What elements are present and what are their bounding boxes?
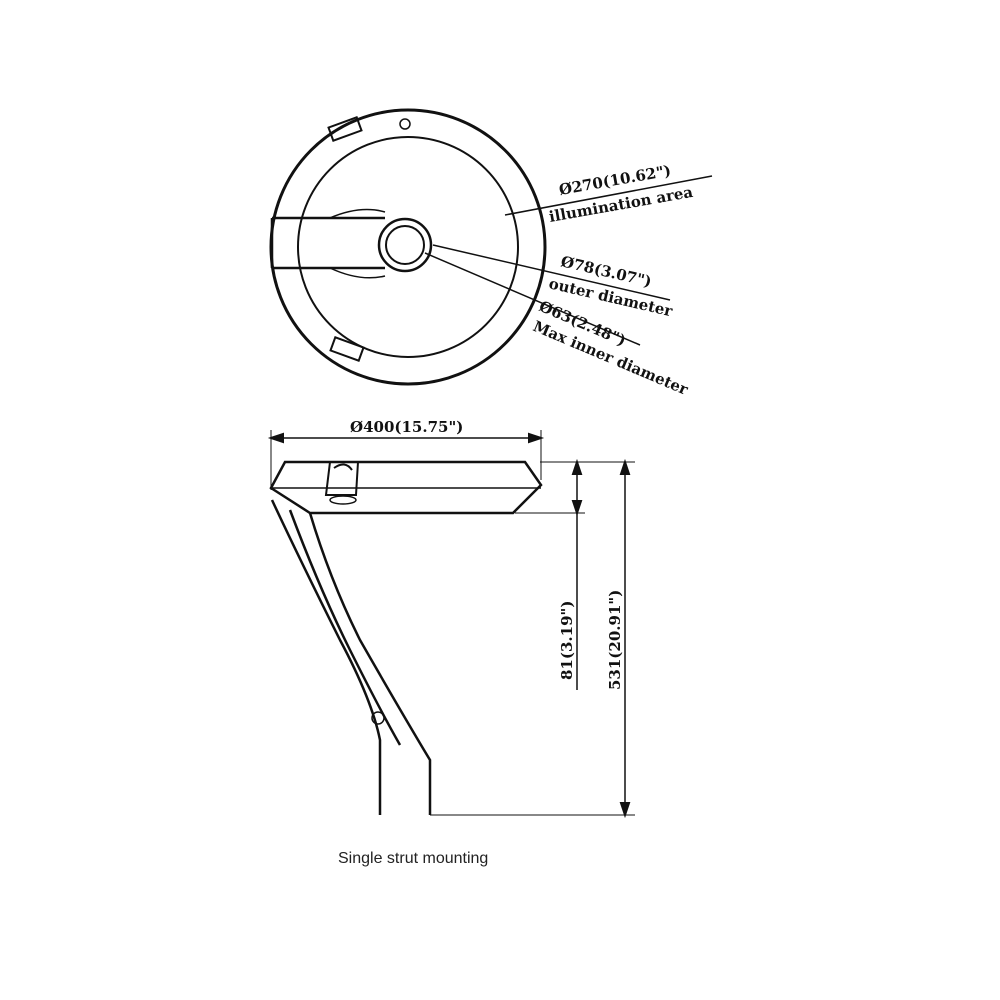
strut	[270, 499, 432, 815]
bracket-base	[329, 495, 357, 505]
illumination-area-circle	[297, 136, 519, 358]
leader-inner	[424, 252, 641, 346]
leader-outer	[432, 244, 671, 301]
strut-bolt	[371, 711, 385, 725]
strut-bracket	[324, 461, 359, 496]
strut-arm	[270, 216, 385, 270]
hub-inner-circle	[385, 225, 425, 265]
arrowheads	[571, 458, 631, 819]
top-view	[269, 108, 713, 386]
clip-bottom	[329, 336, 365, 362]
caption: Single strut mounting	[338, 850, 489, 867]
screw-hole	[399, 118, 411, 130]
width-dimension: Ø400(15.75")	[350, 418, 463, 436]
head-height-dimension: 81(3.19")	[558, 601, 576, 680]
outer-housing-circle	[269, 108, 547, 386]
arm-contour	[329, 208, 386, 279]
total-height-dimension: 531(20.91")	[606, 590, 624, 690]
hub-outer-circle	[377, 217, 433, 273]
clip-top	[327, 116, 363, 142]
leader-illumination	[504, 175, 713, 216]
arrowheads	[267, 432, 545, 444]
side-view	[267, 430, 635, 819]
